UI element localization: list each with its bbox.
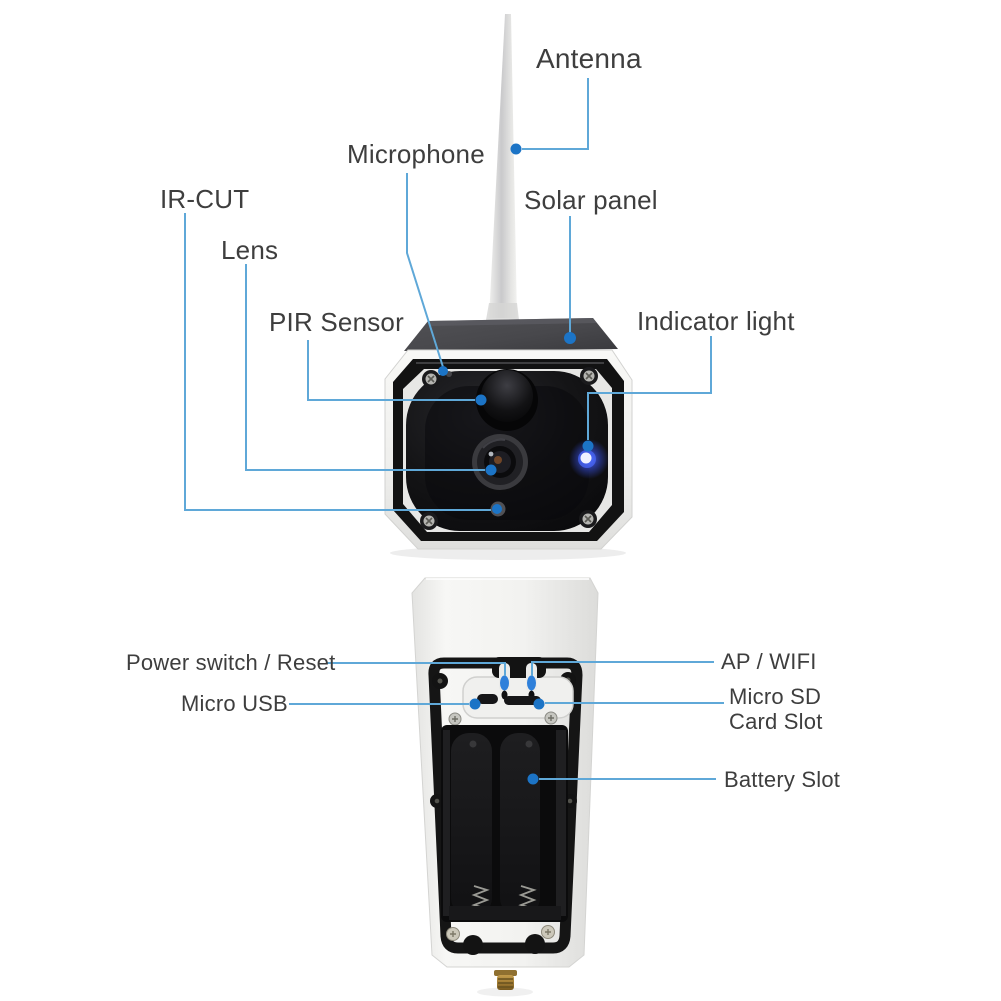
pir-sensor-dome <box>476 369 538 431</box>
lens-leader-line <box>245 264 485 471</box>
micro-usb-port <box>477 694 498 704</box>
compartment-rail <box>443 730 450 916</box>
label-ap-wifi: AP / WIFI <box>721 649 817 674</box>
micro-sd-slot <box>504 696 541 705</box>
camera-back-view <box>411 577 599 997</box>
pir-sensor-leader-line <box>307 340 475 401</box>
camera-lens <box>472 434 528 490</box>
gasket-frame <box>428 657 583 954</box>
antenna-leader-line <box>522 78 589 150</box>
pir-sensor-dot <box>475 394 487 406</box>
leader-dots <box>438 143 594 785</box>
microphone-leader-line <box>406 173 444 368</box>
power-reset-leader-line <box>326 662 506 676</box>
lens-dot <box>485 464 497 476</box>
label-solar-panel: Solar panel <box>524 185 658 215</box>
screw-icon <box>448 712 462 726</box>
micro-sd-dot <box>533 698 545 710</box>
ap-wifi-leader-line <box>531 661 714 676</box>
battery-contact <box>469 740 477 748</box>
compartment-bottom-plate <box>449 906 561 920</box>
tripod-mount-stud <box>477 970 533 997</box>
battery-tube <box>451 733 492 916</box>
compartment-rail <box>556 730 566 916</box>
microphone-dot <box>438 366 448 376</box>
screw-icon <box>580 367 598 385</box>
solar-panel-graphic <box>404 318 618 351</box>
ir-cut-dot <box>492 504 502 514</box>
gasket-bumper <box>463 935 483 955</box>
label-power-switch-reset: Power switch / Reset <box>126 650 336 675</box>
battery-compartment <box>441 725 568 922</box>
indicator-light-dot <box>582 440 594 452</box>
label-lens: Lens <box>221 235 279 265</box>
battery-spring <box>471 885 490 910</box>
battery-spring <box>518 885 537 910</box>
battery-contact <box>525 740 533 748</box>
screw-icon <box>541 925 555 939</box>
micro-usb-dot <box>469 698 481 710</box>
battery-slot-dot <box>527 773 539 785</box>
antenna-graphic <box>486 14 519 320</box>
label-ir-cut: IR-CUT <box>160 184 250 214</box>
camera-front-view <box>384 14 633 560</box>
screw-icon <box>420 512 438 530</box>
label-microphone: Microphone <box>347 139 485 169</box>
label-micro-sd-card-slot: Micro SD Card Slot <box>729 684 823 734</box>
indicator-light-leader-line <box>587 336 712 440</box>
label-antenna: Antenna <box>536 43 642 74</box>
ir-cut-leader-line <box>184 213 491 511</box>
screw-icon <box>446 927 460 941</box>
leader-lines <box>184 78 724 780</box>
screw-icon <box>579 510 597 528</box>
solar-panel-dot <box>564 332 576 344</box>
antenna-dot <box>510 143 522 155</box>
label-pir-sensor: PIR Sensor <box>269 307 404 337</box>
label-indicator-light: Indicator light <box>637 306 795 336</box>
indicator-led <box>569 439 609 479</box>
label-battery-slot: Battery Slot <box>724 767 841 792</box>
gasket-bumper <box>525 934 545 954</box>
label-micro-usb: Micro USB <box>181 691 288 716</box>
screw-icon <box>544 711 558 725</box>
screw-icon <box>422 370 440 388</box>
battery-tube <box>500 733 540 916</box>
